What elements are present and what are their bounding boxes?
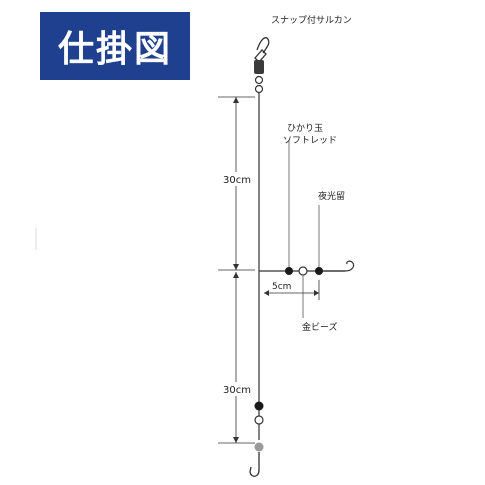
glow-stopper-label: 夜光留 bbox=[318, 190, 345, 202]
branch-hook-icon bbox=[323, 260, 355, 272]
title-banner: 仕掛図 bbox=[40, 12, 190, 80]
gold-beads-label: 金ビーズ bbox=[302, 321, 338, 333]
snap-swivel-label: スナップ付サルカン bbox=[271, 15, 352, 26]
gold-bead-icon bbox=[298, 266, 308, 276]
bottom-black-bead-icon bbox=[254, 401, 264, 411]
bottom-white-bead-icon bbox=[254, 415, 264, 425]
dim-lower-label: 30cm bbox=[223, 385, 251, 396]
diagram-title: 仕掛図 bbox=[57, 29, 172, 70]
dim-upper-label: 30cm bbox=[223, 175, 251, 186]
bottom-gray-bead-icon bbox=[254, 442, 264, 452]
hikari-ball-icon bbox=[285, 267, 293, 275]
dim-branch-label: 5cm bbox=[272, 282, 291, 292]
glow-stopper-icon bbox=[315, 267, 323, 275]
bottom-hook-icon bbox=[249, 452, 260, 477]
snap-swivel-icon bbox=[254, 37, 270, 94]
hikari-ball-label-1: ひかり玉 bbox=[287, 123, 323, 134]
hikari-ball-label-2: ソフトレッド bbox=[283, 136, 337, 146]
